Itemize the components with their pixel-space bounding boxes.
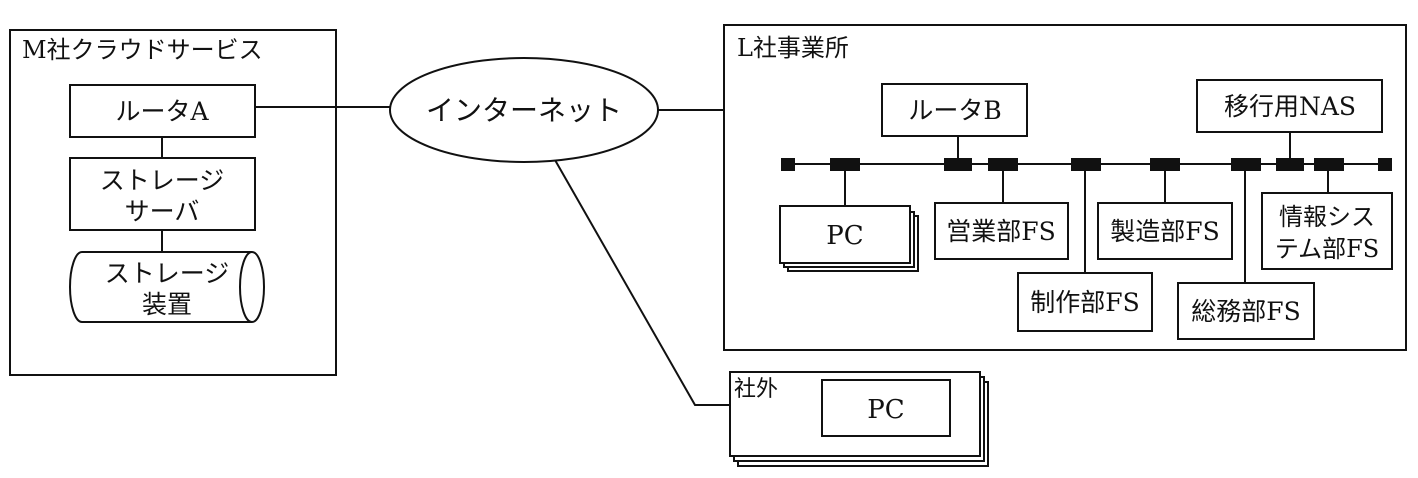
- general-affairs-fs: [1177, 282, 1315, 340]
- sales-fs: [934, 202, 1069, 260]
- infosys-fs: [1261, 192, 1393, 270]
- migration-nas-label: 移行用NAS: [1224, 92, 1356, 121]
- router-a-label: ルータA: [115, 97, 209, 126]
- lan-port-nas: [1276, 158, 1304, 171]
- internet-to-outside-link: [554, 159, 730, 406]
- router-b-label: ルータB: [908, 96, 1001, 125]
- storage-device-label-1: ストレージ: [105, 259, 230, 288]
- lan-port-infosys-fs: [1314, 158, 1344, 171]
- pc-group: [779, 205, 911, 264]
- storage-server-label-2: サーバ: [125, 197, 200, 226]
- production-fs: [1017, 272, 1153, 332]
- internet-cloud: [389, 57, 659, 163]
- outside-pc-label: PC: [867, 395, 904, 425]
- lan-port-manufacturing-fs: [1150, 158, 1180, 171]
- lan-port-router-b: [944, 158, 972, 171]
- infosys-fs-label-2: テム部FS: [1275, 235, 1379, 263]
- storage-device-label-2: 装置: [142, 290, 192, 319]
- sales-fs-label: 営業部FS: [946, 217, 1055, 246]
- pc-label: PC: [826, 221, 863, 251]
- infosys-fs-label-1: 情報シス: [1279, 203, 1375, 231]
- lan-port-sales-fs: [988, 158, 1018, 171]
- outside-title: 社外: [734, 377, 778, 402]
- manufacturing-fs-label: 製造部FS: [1110, 217, 1219, 246]
- storage-device: [69, 251, 265, 323]
- router-b: [881, 83, 1028, 137]
- router-a: [69, 84, 256, 138]
- lan-terminator-left: [781, 158, 795, 171]
- production-fs-label: 制作部FS: [1030, 288, 1139, 317]
- lan-terminator-right: [1378, 158, 1392, 171]
- lan-port-pc: [830, 158, 860, 171]
- l-office-title: L社事業所: [737, 34, 849, 62]
- general-affairs-fs-label: 総務部FS: [1191, 297, 1300, 326]
- lan-port-production-fs: [1071, 158, 1101, 171]
- m-cloud-title: M社クラウドサービス: [22, 36, 263, 64]
- outside-pc: [821, 379, 951, 437]
- internet-label: インターネット: [426, 94, 622, 127]
- manufacturing-fs: [1097, 202, 1233, 260]
- lan-port-general-affairs-fs: [1231, 158, 1261, 171]
- storage-server-label-1: ストレージ: [100, 166, 225, 195]
